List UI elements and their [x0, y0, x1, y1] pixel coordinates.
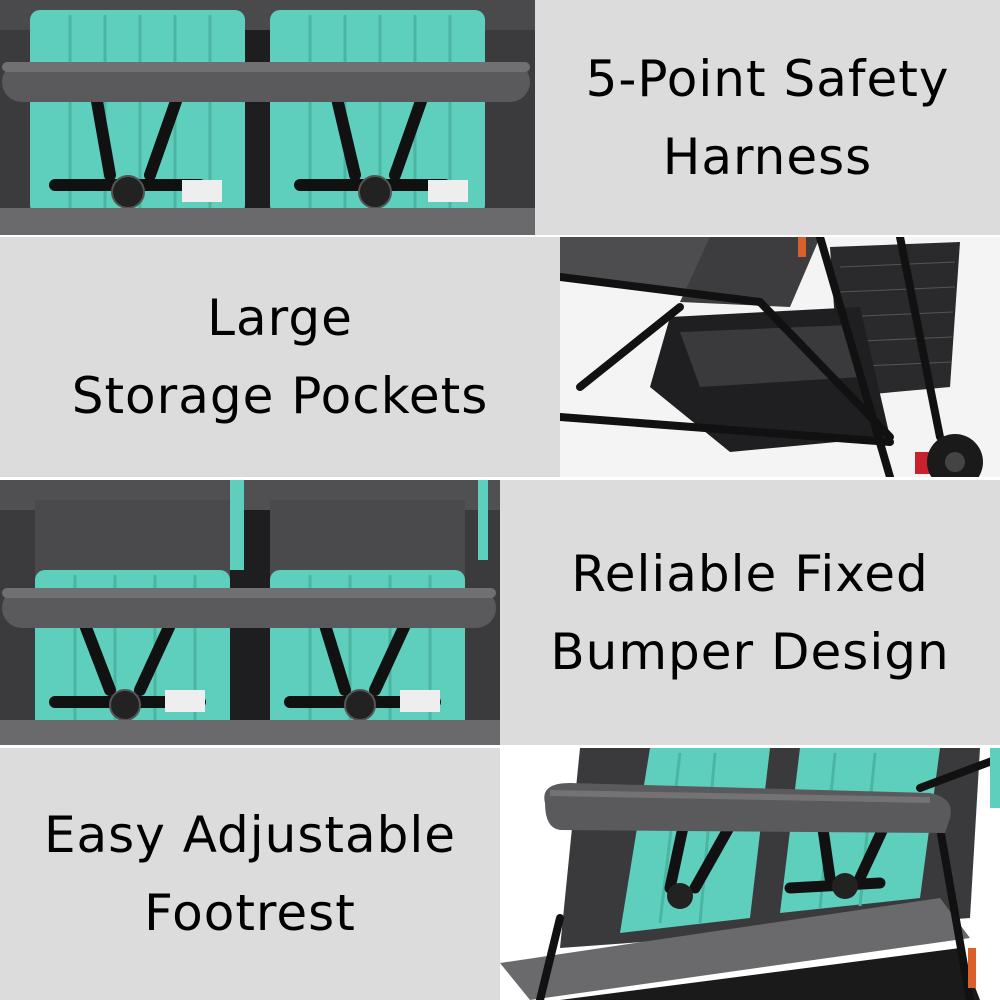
photo-harness-seats — [0, 0, 535, 235]
label-line: Bumper Design — [550, 622, 950, 681]
label-safety-harness: 5-Point Safety Harness — [535, 0, 1000, 235]
label-line: Reliable Fixed — [571, 544, 929, 603]
label-bumper-design-text: Reliable Fixed Bumper Design — [550, 535, 949, 691]
label-line: 5-Point Safety — [585, 49, 950, 108]
label-line: Easy Adjustable — [43, 806, 457, 864]
label-storage-pockets: Large Storage Pockets — [0, 237, 560, 477]
label-storage-pockets-text: Large Storage Pockets — [72, 279, 489, 435]
label-line: Large — [207, 289, 353, 347]
label-line: Storage Pockets — [71, 367, 489, 425]
label-safety-harness-text: 5-Point Safety Harness — [586, 40, 950, 196]
label-adjustable-footrest: Easy Adjustable Footrest — [0, 748, 500, 1000]
photo-footrest — [500, 748, 1000, 1000]
label-adjustable-footrest-text: Easy Adjustable Footrest — [44, 796, 456, 952]
label-line: Harness — [662, 127, 873, 186]
photo-bumper-seats — [0, 480, 500, 745]
label-line: Footrest — [144, 884, 356, 942]
label-bumper-design: Reliable Fixed Bumper Design — [500, 480, 1000, 745]
photo-storage-basket — [560, 237, 1000, 477]
